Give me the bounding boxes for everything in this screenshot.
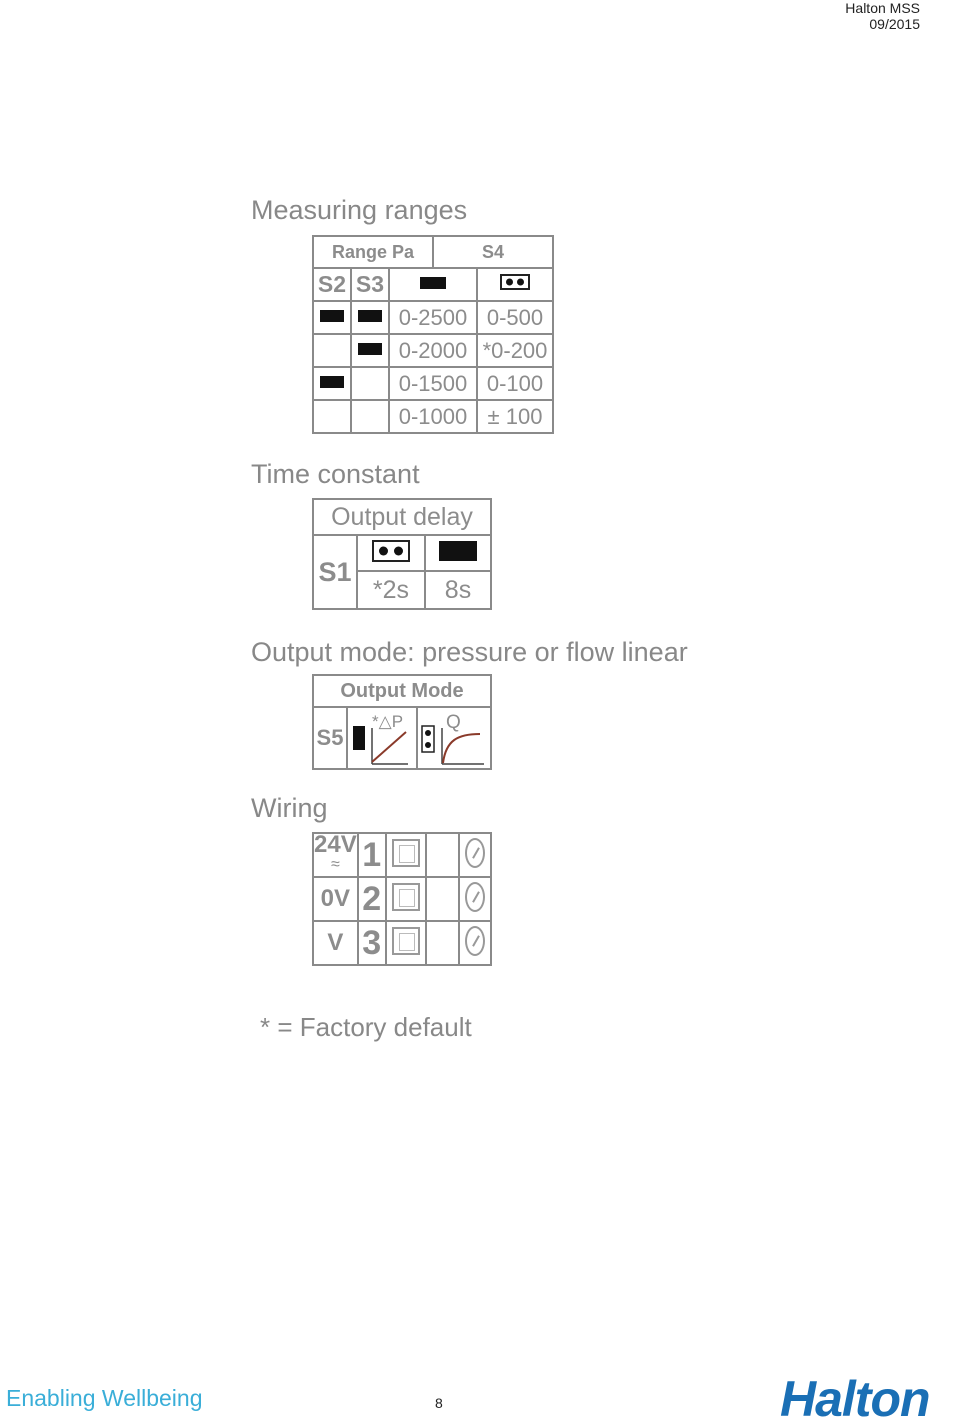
terminal-screw: [458, 920, 492, 966]
jumper-closed-icon: [358, 309, 382, 322]
terminal-number: 1: [356, 832, 387, 878]
terminal-screw: [458, 876, 492, 922]
s3-state: [350, 366, 390, 401]
terminal-slot: [384, 920, 427, 966]
document-header: Halton MSS 09/2015: [845, 0, 920, 32]
s2-header: S2: [312, 267, 352, 302]
s3-state: [350, 300, 390, 335]
time-title: Time constant: [251, 459, 420, 489]
s1-jumper-open: [356, 534, 426, 572]
page-number: 8: [435, 1395, 443, 1411]
s2-state: [312, 399, 352, 434]
ac-symbol: ≈: [330, 856, 340, 873]
range-value-s4: 0-100: [476, 366, 554, 401]
pressure-label: *△P: [372, 712, 404, 731]
range-value: 0-2500: [388, 300, 478, 335]
output-mode-header: Output Mode: [312, 674, 492, 708]
footer-tagline: Enabling Wellbeing: [6, 1385, 203, 1411]
s1-label: S1: [312, 534, 358, 610]
range-value: 0-2000: [388, 333, 478, 368]
s3-state: [350, 399, 390, 434]
halton-logo: Halton: [780, 1371, 931, 1427]
s1-jumper-closed: [424, 534, 492, 572]
time-table: Output delay S1 *2s 8s: [312, 498, 492, 610]
wiring-title: Wiring: [251, 793, 328, 823]
header-date: 09/2015: [869, 16, 920, 32]
terminal-slot: [384, 876, 427, 922]
terminal-socket-icon: [391, 882, 420, 911]
s4-jumper-open: [476, 267, 554, 302]
range-value: 0-1500: [388, 366, 478, 401]
terminal-slot: [384, 832, 427, 878]
screw-icon: [465, 925, 485, 956]
range-header: Range Pa: [312, 235, 434, 269]
s2-state: [312, 333, 352, 368]
wiring-label-text: 24V: [314, 831, 357, 858]
flow-curve-icon: [421, 725, 484, 765]
factory-default-note: * = Factory default: [260, 1012, 472, 1042]
s4-header: S4: [432, 235, 554, 269]
wiring-label-text: V: [327, 929, 344, 956]
terminal-socket-icon: [391, 838, 420, 867]
range-value-s4: ± 100: [476, 399, 554, 434]
measuring-title: Measuring ranges: [251, 195, 468, 225]
mode-flow: Q: [416, 706, 492, 770]
jumper-closed-icon: [320, 309, 344, 322]
screw-icon: [465, 837, 485, 868]
range-value-s4: *0-200: [476, 333, 554, 368]
s2-state: [312, 300, 352, 335]
jumper-closed-icon: [358, 342, 382, 355]
jumper-closed-icon: [320, 375, 344, 388]
mode-title: Output mode: pressure or flow linear: [251, 637, 688, 667]
terminal-spacer: [424, 876, 461, 922]
s3-state: [350, 333, 390, 368]
delay-option-8s: 8s: [424, 570, 492, 610]
delay-option-2s: *2s: [356, 570, 426, 610]
wiring-label: 24V≈: [312, 831, 359, 878]
s5-label: S5: [312, 706, 348, 770]
output-delay-header: Output delay: [312, 498, 492, 536]
header-product: Halton MSS: [845, 0, 920, 16]
terminal-number: 3: [356, 920, 387, 966]
s4-jumper-closed: [388, 267, 478, 302]
range-value-s4: 0-500: [476, 300, 554, 335]
terminal-socket-icon: [391, 926, 420, 955]
flow-label: Q: [446, 712, 461, 733]
s3-header: S3: [350, 267, 390, 302]
mode-table: Output Mode S5 *△P Q: [312, 674, 492, 770]
wiring-label: V: [312, 920, 359, 966]
terminal-number: 2: [356, 876, 387, 922]
terminal-screw: [458, 832, 492, 878]
s2-state: [312, 366, 352, 401]
terminal-spacer: [424, 920, 461, 966]
pressure-linear-icon: [353, 726, 408, 765]
terminal-spacer: [424, 832, 461, 878]
screw-icon: [465, 881, 485, 912]
range-value: 0-1000: [388, 399, 478, 434]
wiring-label-text: 0V: [320, 885, 351, 912]
wiring-label: 0V: [312, 876, 359, 922]
mode-pressure: *△P: [346, 706, 418, 770]
